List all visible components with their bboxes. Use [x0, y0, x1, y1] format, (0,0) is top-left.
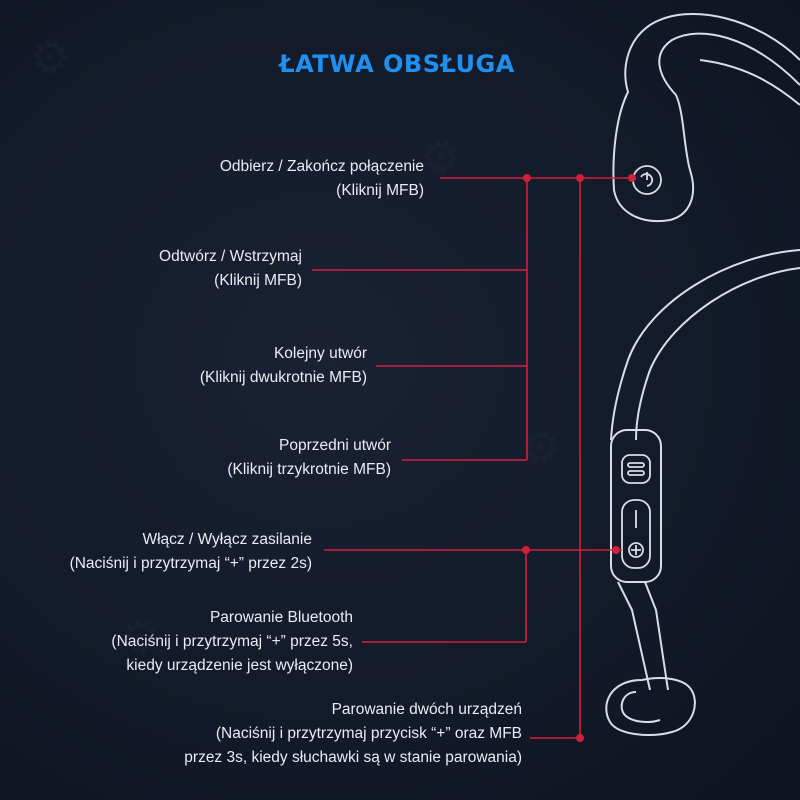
- label-previous-track: Poprzedni utwór (Kliknij trzykrotnie MFB…: [227, 434, 391, 482]
- label-line: Odbierz / Zakończ połączenie: [219, 158, 424, 175]
- label-line: (Kliknij MFB): [336, 182, 424, 199]
- label-line: (Naciśnij i przytrzymaj “+” przez 5s,: [111, 633, 353, 650]
- label-line: Odtwórz / Wstrzymaj: [159, 248, 302, 265]
- mfb-button-icon[interactable]: [632, 165, 662, 195]
- label-answer-end-call: Odbierz / Zakończ połączenie (Kliknij MF…: [220, 155, 424, 203]
- charge-port-icon: [621, 454, 651, 484]
- connector-lines: [312, 177, 632, 739]
- label-line: (Kliknij MFB): [214, 272, 302, 289]
- label-line: (Naciśnij i przytrzymaj przycisk “+” ora…: [215, 725, 522, 742]
- label-dual-device-pairing: Parowanie dwóch urządzeń (Naciśnij i prz…: [184, 698, 522, 770]
- neckband-outline: [605, 249, 800, 736]
- label-line: (Kliknij dwukrotnie MFB): [199, 369, 367, 386]
- label-next-track: Kolejny utwór (Kliknij dwukrotnie MFB): [200, 342, 367, 390]
- ear-hook-outline: [612, 13, 800, 223]
- volume-rocker[interactable]: [621, 499, 651, 569]
- label-line: Parowanie Bluetooth: [209, 609, 353, 626]
- label-power-on-off: Włącz / Wyłącz zasilanie (Naciśnij i prz…: [70, 528, 312, 576]
- label-line: Poprzedni utwór: [278, 437, 391, 454]
- connector-dots: [522, 174, 636, 742]
- plus-button-icon[interactable]: [628, 542, 644, 558]
- label-line: kiedy urządzenie jest wyłączone): [126, 657, 353, 674]
- label-line: Włącz / Wyłącz zasilanie: [142, 531, 312, 548]
- label-line: (Naciśnij i przytrzymaj “+” przez 2s): [69, 555, 312, 572]
- label-play-pause: Odtwórz / Wstrzymaj (Kliknij MFB): [159, 245, 302, 293]
- label-line: Kolejny utwór: [273, 345, 367, 362]
- label-line: przez 3s, kiedy słuchawki są w stanie pa…: [184, 749, 522, 766]
- label-line: (Kliknij trzykrotnie MFB): [227, 461, 391, 478]
- label-line: Parowanie dwóch urządzeń: [331, 701, 522, 718]
- page-title: ŁATWA OBSŁUGA: [279, 50, 515, 78]
- label-bluetooth-pairing: Parowanie Bluetooth (Naciśnij i przytrzy…: [111, 606, 353, 678]
